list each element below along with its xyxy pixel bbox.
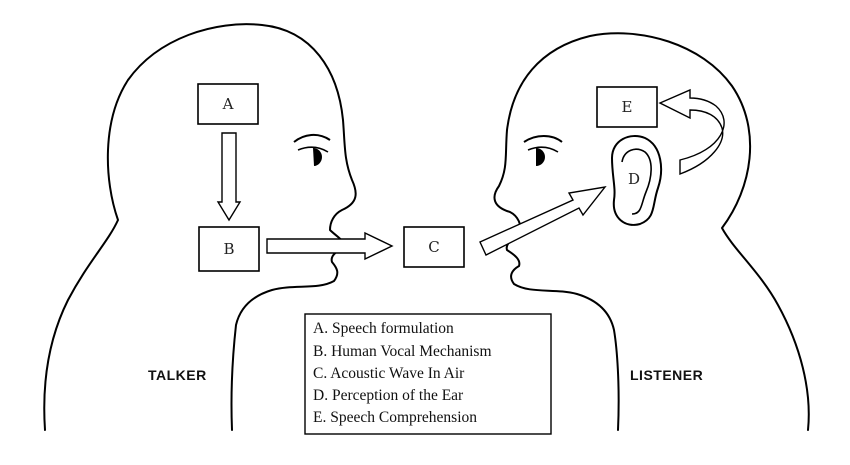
listener-eye-icon bbox=[523, 135, 563, 166]
box-b: B bbox=[198, 226, 260, 272]
arrow-a-to-b bbox=[216, 132, 242, 222]
box-b-label: B bbox=[223, 240, 234, 258]
listener-label: LISTENER bbox=[630, 367, 703, 383]
legend-item-b: B. Human Vocal Mechanism bbox=[313, 343, 492, 360]
ear-icon bbox=[610, 135, 663, 226]
legend-item-a: A. Speech formulation bbox=[313, 320, 454, 337]
legend-item-e: E. Speech Comprehension bbox=[313, 409, 477, 426]
talker-label: TALKER bbox=[148, 367, 207, 383]
legend-item-c: C. Acoustic Wave In Air bbox=[313, 365, 465, 382]
box-e: E bbox=[596, 86, 658, 128]
box-c-label: C bbox=[428, 238, 439, 256]
box-c: C bbox=[403, 226, 465, 268]
talker-silhouette bbox=[43, 23, 357, 431]
box-e-label: E bbox=[622, 98, 633, 116]
arrow-c-to-ear bbox=[479, 186, 607, 256]
talker-eye-icon bbox=[293, 134, 331, 166]
legend-item-d: D. Perception of the Ear bbox=[313, 387, 464, 404]
box-a-label: A bbox=[222, 95, 234, 113]
arrow-ear-to-e bbox=[658, 88, 725, 176]
ear-d-label: D bbox=[628, 170, 640, 188]
arrow-b-to-c bbox=[266, 231, 394, 261]
listener-silhouette bbox=[493, 32, 810, 431]
legend: A. Speech formulation B. Human Vocal Mec… bbox=[304, 313, 552, 435]
box-a: A bbox=[197, 83, 259, 125]
